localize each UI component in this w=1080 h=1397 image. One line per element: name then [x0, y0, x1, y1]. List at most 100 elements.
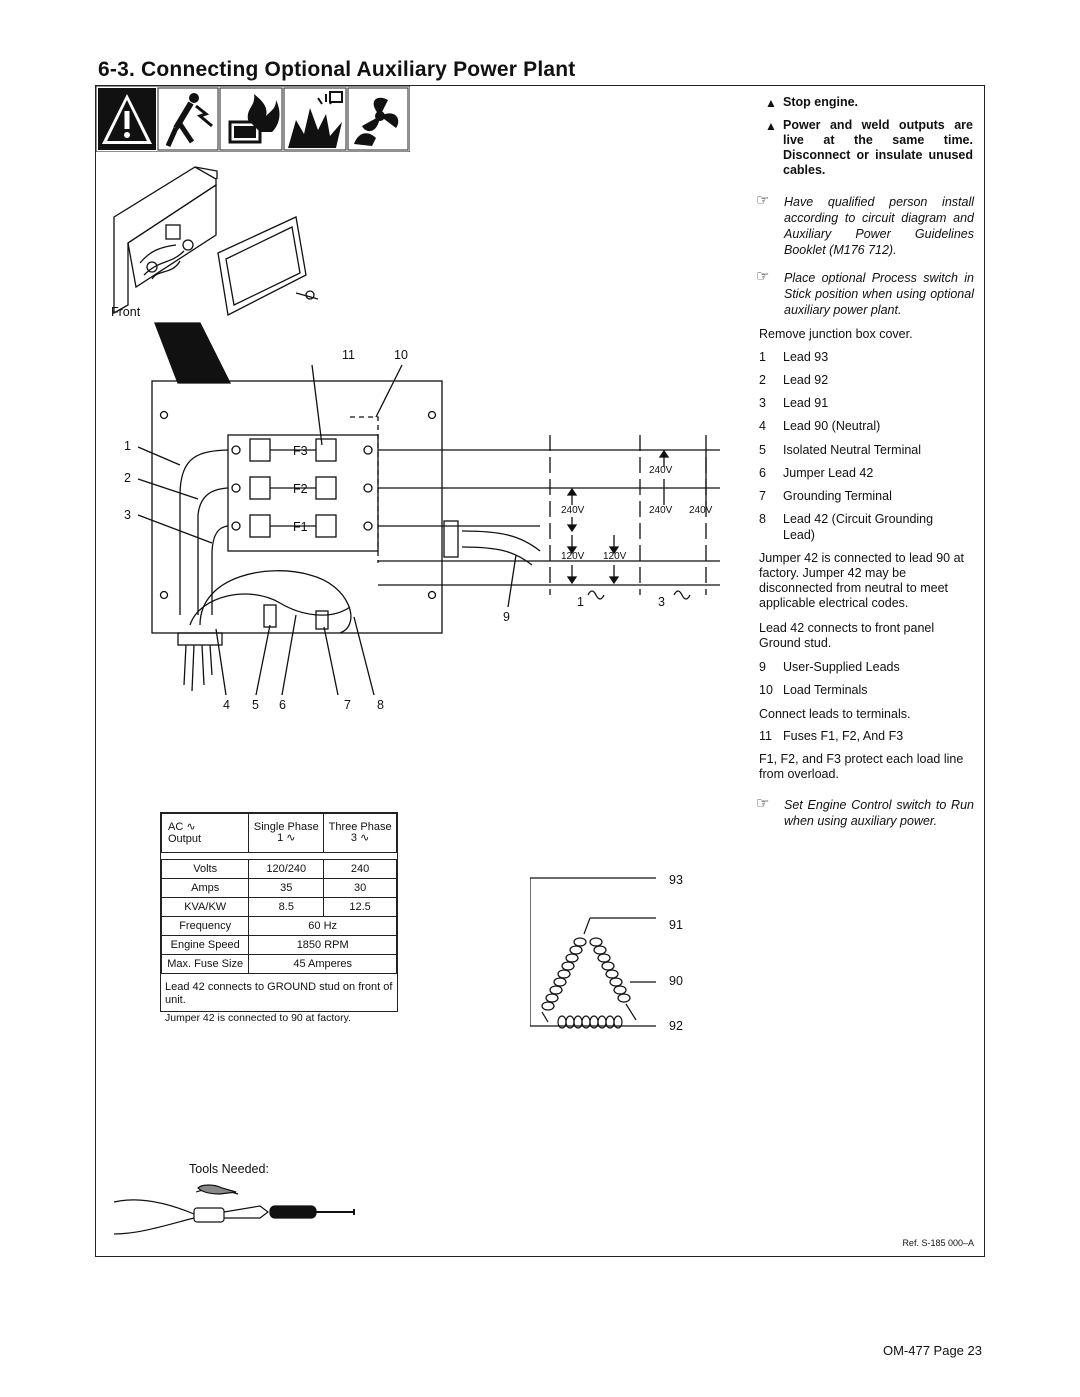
voltage-240v: 240V	[689, 505, 713, 516]
lead-label-92: 92	[669, 1019, 683, 1033]
item-label: Fuses F1, F2, And F3	[783, 729, 904, 743]
callout-8: 8	[377, 698, 384, 712]
explosion-hazard-icon	[283, 87, 347, 151]
page-footer: OM-477 Page 23	[882, 1343, 982, 1358]
ac-label: AC	[168, 821, 184, 833]
voltage-240v: 240V	[561, 505, 585, 516]
junction-box-drawing	[113, 166, 319, 316]
ac-sine-icon	[587, 590, 605, 600]
item-number: 1	[759, 350, 766, 364]
table-cell: Amps	[160, 878, 250, 898]
front-label: Front	[111, 305, 141, 319]
item-number: 4	[759, 419, 766, 433]
voltage-120v: 120V	[603, 551, 627, 562]
warning-stop-engine: ▲ Stop engine.	[765, 95, 858, 110]
table-cell: 12.5	[323, 897, 397, 917]
electric-shock-icon	[157, 87, 219, 151]
screwdriver-icon	[269, 1205, 355, 1219]
crimper-icon	[197, 1184, 237, 1195]
item-label: User-Supplied Leads	[783, 660, 900, 674]
table-cell: 30	[323, 878, 397, 898]
callout-4: 4	[223, 698, 230, 712]
table-cell: Engine Speed	[160, 935, 250, 955]
hazard-icon-bar	[96, 86, 410, 152]
intro-text: Remove junction box cover.	[759, 327, 913, 341]
coil-left	[541, 937, 587, 1011]
warning-triangle-icon: ▲	[765, 119, 777, 133]
jumper-paragraph: Jumper 42 is connected to lead 90 at fac…	[759, 551, 964, 610]
note-engine-control: ☞ Set Engine Control switch to Run when …	[756, 795, 974, 829]
voltage-240v: 240V	[649, 465, 673, 476]
pointing-hand-icon: ☞	[756, 268, 770, 285]
note-qualified-person: ☞ Have qualified person install accordin…	[756, 192, 974, 258]
fuse-f1	[231, 514, 373, 538]
item-number: 11	[759, 729, 772, 743]
warning-live-outputs: ▲ Power and weld outputs are live at the…	[765, 118, 973, 177]
coil-right	[589, 937, 631, 1003]
fuses-paragraph: F1, F2, and F3 protect each load line fr…	[759, 752, 964, 781]
pointing-hand-icon: ☞	[756, 192, 770, 209]
fuse-f2	[231, 476, 373, 500]
delta-winding-diagram	[530, 877, 656, 1029]
callout-9: 9	[503, 610, 510, 624]
item-number: 3	[759, 396, 766, 410]
spec-footnote-ground: Lead 42 connects to GROUND stud on front…	[165, 981, 393, 1006]
table-cell: 120/240	[248, 859, 325, 879]
table-cell: Volts	[160, 859, 250, 879]
single-phase-header: Single Phase	[253, 821, 319, 833]
ac-sine-icon: ∿	[360, 832, 370, 844]
table-cell: Max. Fuse Size	[160, 954, 250, 974]
callout-6: 6	[279, 698, 286, 712]
single-phase-label: 1	[577, 595, 584, 609]
callout-7: 7	[344, 698, 351, 712]
lead-label-93: 93	[669, 873, 683, 887]
coil-bottom	[557, 1015, 623, 1029]
item-number: 8	[759, 512, 766, 526]
lead-label-91: 91	[669, 918, 683, 932]
item-label: Lead 91	[783, 396, 829, 410]
wire-stripper-icon	[113, 1189, 269, 1235]
item-label: Lead 42 (Circuit Grounding Lead)	[783, 512, 934, 542]
table-cell: 35	[248, 878, 325, 898]
connect-text: Connect leads to terminals.	[759, 707, 911, 721]
item-label: Jumper Lead 42	[783, 466, 874, 480]
callout-2: 2	[124, 471, 131, 485]
warning-triangle-icon: ▲	[765, 96, 777, 110]
item-label: Isolated Neutral Terminal	[783, 443, 922, 457]
item-number: 10	[759, 683, 773, 697]
item-label: Load Terminals	[783, 683, 868, 697]
voltage-120v: 120V	[561, 551, 585, 562]
item-label: Lead 90 (Neutral)	[783, 419, 881, 433]
single-phase-number: 1	[277, 832, 284, 844]
item-label: Lead 92	[783, 373, 829, 387]
note-process-switch: ☞ Place optional Process switch in Stick…	[756, 268, 974, 318]
page-title: 6-3. Connecting Optional Auxiliary Power…	[98, 58, 576, 81]
item-number: 9	[759, 660, 766, 674]
item-number: 6	[759, 466, 766, 480]
warning-icon	[98, 88, 156, 150]
tools-illustration	[113, 1184, 355, 1235]
item-number: 2	[759, 373, 766, 387]
item-label: Lead 93	[783, 350, 829, 364]
table-cell: KVA/KW	[160, 897, 250, 917]
fire-hazard-icon	[219, 87, 283, 151]
item-label: Grounding Terminal	[783, 489, 892, 503]
ac-sine-icon	[673, 590, 691, 600]
moving-parts-icon	[347, 87, 409, 151]
spec-footnote-jumper: Jumper 42 is connected to 90 at factory.	[165, 1012, 351, 1024]
terminal-box-outline	[151, 380, 443, 634]
fuse-label-f2: F2	[293, 482, 308, 496]
three-phase-header: Three Phase	[328, 821, 392, 833]
ac-sine-icon: ∿	[286, 832, 296, 844]
three-phase-number: 3	[350, 832, 358, 844]
table-cell: 60 Hz	[248, 916, 397, 936]
callout-1: 1	[124, 439, 131, 453]
callout-11: 11	[342, 348, 355, 362]
